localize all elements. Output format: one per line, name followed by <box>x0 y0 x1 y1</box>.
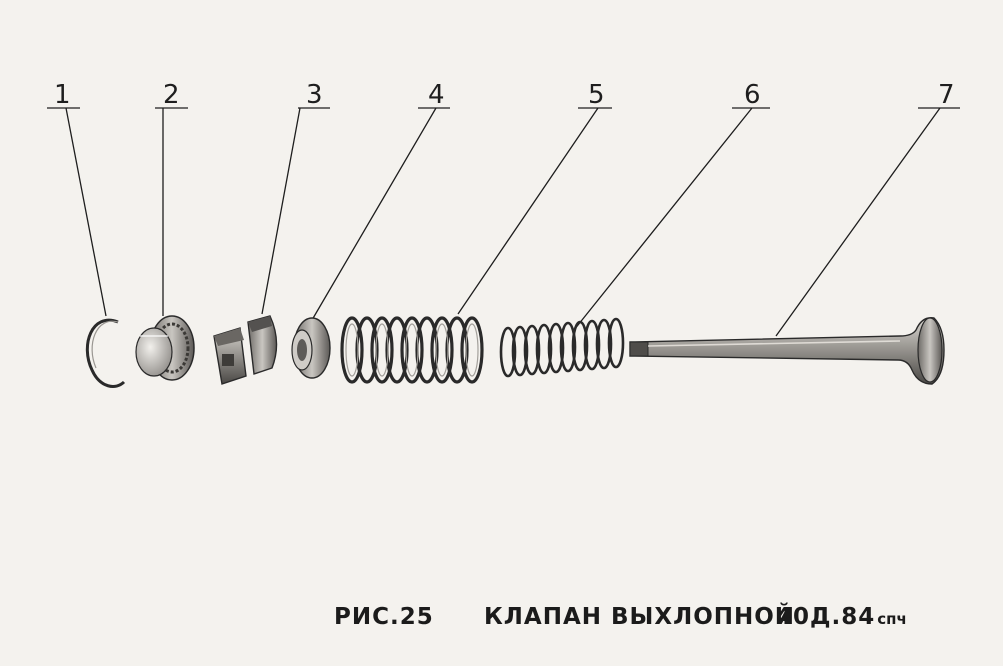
leader-lines <box>47 107 960 337</box>
part-number-1: 1 <box>54 80 71 110</box>
spring-cap-icon <box>135 315 195 381</box>
leader-line-5 <box>457 107 612 315</box>
leader-line-4 <box>311 107 450 321</box>
exhaust-valve-icon <box>629 317 945 385</box>
part-number-6: 6 <box>744 80 761 110</box>
split-cone-icon <box>213 315 278 385</box>
leader-line-1 <box>47 107 107 317</box>
leader-line-7 <box>775 107 960 337</box>
leader-line-2 <box>155 107 188 316</box>
retaining-ring-icon <box>85 318 126 388</box>
part-code-main: 40Д.84 <box>776 604 876 630</box>
figure-label: РИС.25 <box>334 604 434 630</box>
leader-line-3 <box>261 107 330 315</box>
spring-washer-icon <box>291 317 331 379</box>
part-numbers: 1 2 3 4 5 6 7 <box>54 80 955 110</box>
part-code-suffix: спч <box>877 610 907 628</box>
part-number-2: 2 <box>163 80 180 110</box>
part-number-3: 3 <box>306 80 323 110</box>
inner-spring-icon <box>499 317 625 378</box>
part-number-5: 5 <box>588 80 605 110</box>
outer-spring-icon <box>340 316 484 384</box>
figure-title: КЛАПАН ВЫХЛОПНОЙ <box>484 604 796 630</box>
part-number-7: 7 <box>938 80 955 110</box>
leader-line-6 <box>573 107 770 331</box>
part-number-4: 4 <box>428 80 445 110</box>
